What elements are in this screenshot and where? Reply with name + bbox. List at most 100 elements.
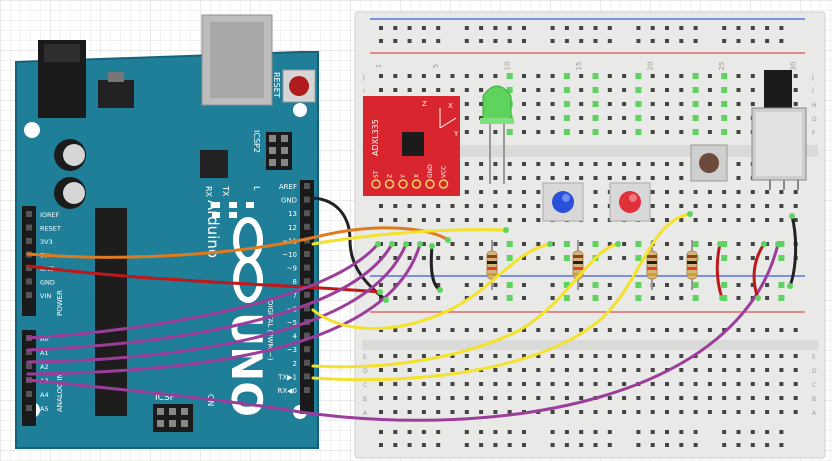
adxl335-pin-label: GND	[427, 164, 434, 178]
breadboard-hole	[522, 88, 526, 92]
breadboard-hole	[493, 204, 498, 208]
digital-pin-socket	[304, 359, 310, 366]
push-button-cap[interactable]	[699, 153, 719, 173]
breadboard-hole	[693, 396, 698, 400]
breadboard-hole-active	[506, 255, 513, 261]
breadboard-hole	[622, 162, 627, 166]
breadboard-hole	[779, 190, 784, 194]
breadboard-hole	[479, 296, 484, 300]
breadboard-hole	[379, 74, 383, 78]
digital-pin-socket	[304, 251, 310, 257]
power-pin-socket	[26, 278, 32, 285]
analog-pin-socket	[26, 363, 32, 369]
breadboard-hole	[421, 204, 426, 208]
red-led-button[interactable]	[609, 182, 651, 222]
breadboard-hole	[522, 354, 526, 358]
breadboard-hole	[522, 396, 526, 400]
breadboard-row-letter: F	[812, 130, 816, 137]
breadboard-hole	[650, 26, 655, 30]
digital-pin-label: RX◀0	[278, 387, 298, 395]
analog-pin-socket	[26, 349, 32, 355]
breadboard-row-letter: D	[363, 368, 368, 375]
wire-endpoint	[503, 227, 509, 233]
breadboard-hole	[679, 328, 684, 332]
breadboard-row-letter: I	[812, 88, 814, 95]
breadboard-hole	[464, 190, 469, 194]
digital-pin-socket	[304, 373, 310, 380]
potentiometer-shaft[interactable]	[764, 70, 792, 112]
breadboard-hole	[793, 218, 798, 222]
red-led-cap[interactable]	[619, 191, 641, 213]
digital-pin-socket	[304, 210, 310, 217]
breadboard-hole-active	[592, 295, 599, 301]
blue-led-cap[interactable]	[552, 191, 574, 213]
breadboard-hole	[736, 26, 741, 30]
resistors	[486, 240, 698, 290]
wire-endpoint	[687, 211, 693, 217]
breadboard-hole	[765, 256, 770, 260]
breadboard-hole	[536, 368, 541, 372]
breadboard-hole	[493, 176, 498, 180]
breadboard-hole	[593, 162, 598, 166]
potentiometer[interactable]	[751, 70, 807, 190]
breadboard-hole	[679, 176, 684, 180]
breadboard-hole	[679, 430, 684, 434]
breadboard-hole	[607, 116, 612, 120]
breadboard-hole	[522, 26, 526, 30]
breadboard-hole	[622, 242, 627, 246]
breadboard-hole	[593, 39, 598, 43]
breadboard-hole	[650, 354, 655, 358]
blue-led-button[interactable]	[542, 182, 584, 222]
breadboard-hole	[436, 328, 441, 332]
push-button[interactable]	[690, 144, 728, 182]
digital-pin-label: 2	[293, 360, 297, 368]
breadboard-hole	[436, 88, 441, 92]
breadboard-hole	[464, 410, 469, 414]
breadboard-hole	[693, 39, 698, 43]
breadboard-hole	[693, 430, 698, 434]
breadboard-hole	[564, 430, 569, 434]
adxl335-pin-pad	[371, 179, 381, 189]
breadboard-hole-active	[563, 129, 570, 135]
digital-pin-socket	[304, 264, 310, 271]
breadboard-hole	[665, 204, 669, 208]
breadboard-hole	[750, 256, 755, 260]
breadboard-hole	[679, 130, 684, 134]
breadboard-hole	[707, 102, 712, 106]
breadboard-hole	[421, 443, 426, 447]
arduino-board: RESET ICSP2 RX TX L Arduino UNO ON	[15, 14, 319, 449]
breadboard-hole	[493, 162, 498, 166]
breadboard-hole	[636, 328, 641, 332]
breadboard-hole	[436, 396, 441, 400]
wire-red-pot	[752, 242, 766, 300]
breadboard-hole	[679, 102, 684, 106]
reset-button-cap[interactable]	[289, 76, 309, 96]
breadboard-hole	[607, 162, 612, 166]
breadboard-hole	[421, 296, 426, 300]
breadboard: 151015202530JJIIHHGGFFEEDDCCBBAA	[354, 11, 826, 459]
breadboard-hole	[765, 218, 770, 222]
breadboard-hole	[665, 410, 669, 414]
breadboard-row-letter: C	[812, 382, 816, 389]
breadboard-hole	[507, 162, 512, 166]
wire-yellow-d3	[311, 242, 620, 369]
breadboard-hole	[393, 74, 398, 78]
breadboard-hole	[522, 74, 526, 78]
breadboard-hole	[779, 39, 784, 43]
breadboard-hole	[779, 443, 784, 447]
breadboard-hole	[593, 218, 598, 222]
breadboard-hole-active	[635, 282, 642, 288]
breadboard-hole	[507, 204, 512, 208]
breadboard-hole	[665, 218, 669, 222]
breadboard-hole	[665, 382, 669, 386]
breadboard-hole	[493, 190, 498, 194]
breadboard-hole-active	[635, 129, 642, 135]
resistor-band	[687, 273, 697, 276]
breadboard-hole	[564, 39, 569, 43]
breadboard-hole	[379, 283, 383, 287]
breadboard-hole	[650, 116, 655, 120]
breadboard-hole	[464, 218, 469, 222]
breadboard-hole	[607, 443, 612, 447]
breadboard-hole	[536, 116, 541, 120]
